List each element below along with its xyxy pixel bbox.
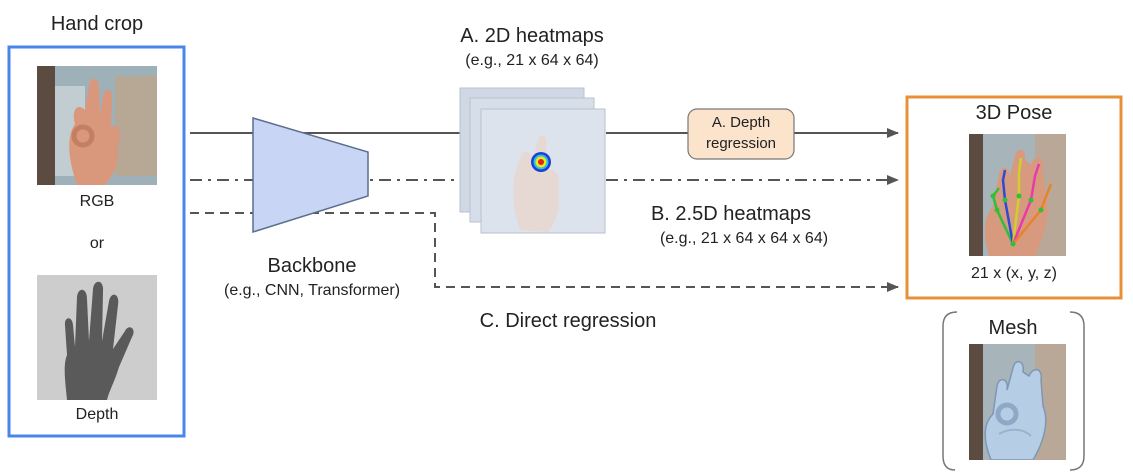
input-frame <box>7 45 186 438</box>
backbone-subtitle: (e.g., CNN, Transformer) <box>223 282 401 299</box>
mesh-image <box>969 344 1066 460</box>
pose-caption: 21 x (x, y, z) <box>971 265 1057 282</box>
backbone-shape <box>252 116 369 234</box>
heatmap-stack <box>459 87 606 234</box>
rgb-label: RGB <box>79 193 115 210</box>
input-title: Hand crop <box>50 13 144 35</box>
rgb-image <box>37 66 157 185</box>
pose-skeleton-icon <box>969 134 1066 256</box>
mesh-hand-icon <box>969 344 1066 460</box>
pose-frame <box>905 95 1123 300</box>
heatmaps-2d-subtitle: (e.g., 21 x 64 x 64) <box>465 52 599 69</box>
depth-regression-line1: A. Depth <box>711 114 771 131</box>
depth-regression-box <box>687 108 795 160</box>
mesh-title: Mesh <box>988 317 1038 339</box>
mesh-frame <box>942 311 1085 471</box>
heatmaps-2d-title: A. 2D heatmaps <box>460 25 604 47</box>
depth-hand-icon <box>37 275 157 400</box>
heatmaps-25d-subtitle: (e.g., 21 x 64 x 64 x 64) <box>659 230 829 247</box>
rgb-hand-icon <box>37 66 157 185</box>
depth-image <box>37 275 157 400</box>
or-label: or <box>89 235 105 252</box>
heatmaps-25d-title: B. 2.5D heatmaps <box>650 203 812 225</box>
backbone-title: Backbone <box>267 255 357 277</box>
depth-regression-line2: regression <box>705 135 777 152</box>
depth-label: Depth <box>75 406 119 423</box>
pose-title: 3D Pose <box>975 102 1053 124</box>
direct-regression-label: C. Direct regression <box>479 310 657 332</box>
pose-image <box>969 134 1066 256</box>
